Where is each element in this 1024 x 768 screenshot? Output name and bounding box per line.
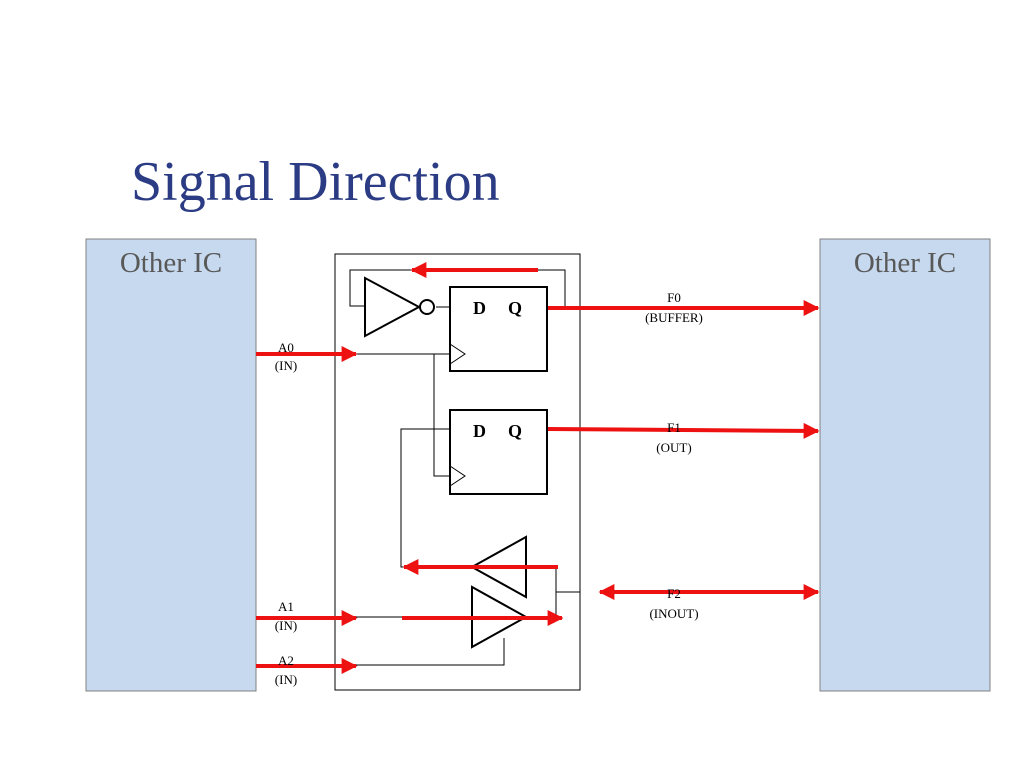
slide-title: Signal Direction xyxy=(131,151,500,213)
f1-mode-label: (OUT) xyxy=(656,440,691,455)
flip-flop-1-clock-icon xyxy=(449,343,466,365)
flip-flop-2: D Q xyxy=(449,409,548,495)
f2-name-label: F2 xyxy=(667,586,681,601)
flip-flop-1-body xyxy=(449,286,548,372)
f1-name-label: F1 xyxy=(667,420,681,435)
flip-flop-1-q-label: Q xyxy=(508,298,522,318)
a1-name-label: A1 xyxy=(278,599,294,614)
signal-labels: A0 (IN) A1 (IN) A2 (IN) F0 (BUFFER) F1 (… xyxy=(275,290,703,687)
a2-mode-label: (IN) xyxy=(275,672,297,687)
f0-name-label: F0 xyxy=(667,290,681,305)
f1-out-arrow xyxy=(547,422,820,439)
clock-bus-wire xyxy=(433,354,450,477)
right-ic-box xyxy=(819,238,991,692)
f0-mode-label: (BUFFER) xyxy=(645,310,703,325)
flip-flop-1-d-label: D xyxy=(473,298,486,318)
a2-enable-wire xyxy=(338,638,505,666)
inverter-bubble-icon xyxy=(419,299,435,315)
flip-flop-2-d-label: D xyxy=(473,421,486,441)
flip-flop-2-body xyxy=(449,409,548,495)
inverter-gate xyxy=(364,276,422,338)
f2-mode-label: (INOUT) xyxy=(649,606,698,621)
right-ic-label: Other IC xyxy=(854,247,956,279)
a0-name-label: A0 xyxy=(278,340,294,355)
a0-mode-label: (IN) xyxy=(275,358,297,373)
left-ic-box xyxy=(85,238,257,692)
flip-flop-2-clock-icon xyxy=(449,465,466,487)
flip-flop-1: D Q xyxy=(449,286,548,372)
left-ic-label: Other IC xyxy=(120,247,222,279)
flip-flop-2-q-label: Q xyxy=(508,421,522,441)
a1-mode-label: (IN) xyxy=(275,618,297,633)
a2-name-label: A2 xyxy=(278,653,294,668)
direction-arrows xyxy=(256,262,820,674)
